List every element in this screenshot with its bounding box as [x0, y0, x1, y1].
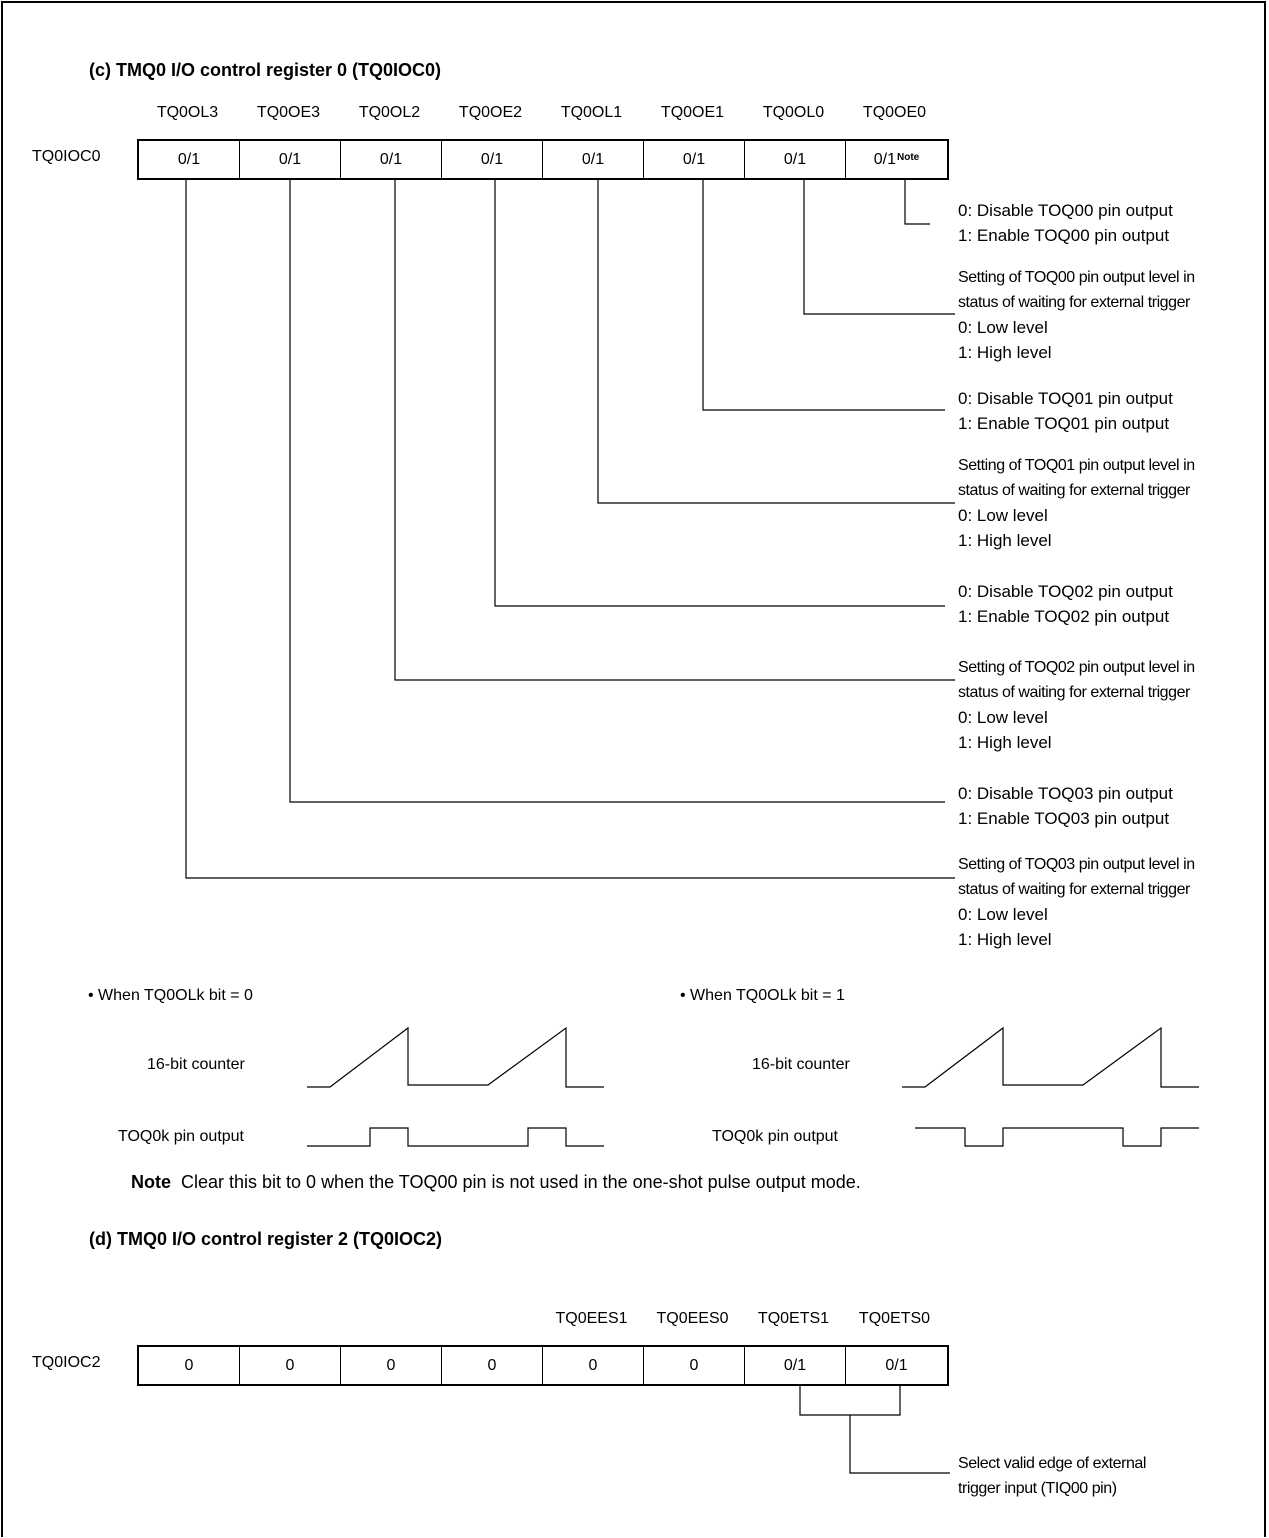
counter-label-left: 16-bit counter	[147, 1056, 245, 1073]
bit-header: TQ0OL3	[156, 104, 219, 121]
register-tq0ioc2: 0 0 0 0 0 0 0/1 0/1	[137, 1345, 949, 1386]
leader-line	[185, 180, 955, 879]
leader-line	[494, 180, 945, 607]
timing-right-title: • When TQ0OLk bit = 1	[680, 987, 845, 1004]
bit-header: TQ0OL0	[762, 104, 825, 121]
bracket-line	[799, 1386, 901, 1416]
note-marker: Note	[897, 152, 920, 163]
bit-cell: 0	[341, 1347, 442, 1384]
output-label-right: TOQ0k pin output	[712, 1128, 838, 1145]
bit-cell: 0	[139, 1347, 240, 1384]
bit-cell: 0/1	[543, 141, 644, 178]
bit-cell: 0	[543, 1347, 644, 1384]
output-label-left: TOQ0k pin output	[118, 1128, 244, 1145]
bit-cell: 0	[442, 1347, 543, 1384]
bit-cell: 0	[644, 1347, 745, 1384]
bit-cell: 0/1	[139, 141, 240, 178]
leader-line	[289, 180, 945, 803]
section-d-title: (d) TMQ0 I/O control register 2 (TQ0IOC2…	[89, 1229, 443, 1249]
bit-description: Setting of TOQ03 pin output level in sta…	[958, 856, 1195, 949]
register-name: TQ0IOC0	[32, 148, 101, 165]
bit-header: TQ0EES0	[656, 1310, 729, 1327]
bit-cell: 0	[240, 1347, 341, 1384]
bit-header: TQ0ETS1	[757, 1310, 830, 1327]
counter-waveform-left	[307, 1026, 604, 1088]
bit-cell: 0/1	[240, 141, 341, 178]
bit-description: Setting of TOQ00 pin output level in sta…	[958, 269, 1195, 362]
counter-label-right: 16-bit counter	[752, 1056, 850, 1073]
leader-line	[803, 180, 955, 315]
bit-header: TQ0OE1	[660, 104, 725, 121]
bit-cell: 0/1	[442, 141, 543, 178]
leader-line	[702, 180, 945, 411]
bit-cell: 0/1	[745, 141, 846, 178]
bit-description: 0: Disable TOQ03 pin output 1: Enable TO…	[958, 784, 1173, 828]
bit-description: 0: Disable TOQ02 pin output 1: Enable TO…	[958, 582, 1173, 626]
timing-left-title: • When TQ0OLk bit = 0	[88, 987, 253, 1004]
bit-cell: 0/1	[885, 1356, 908, 1374]
bit-header: TQ0EES1	[555, 1310, 628, 1327]
output-waveform-left	[307, 1127, 604, 1147]
tq0ets-description: Select valid edge of external trigger in…	[958, 1455, 1146, 1497]
leader-line	[394, 180, 955, 681]
bit-cell: 0/1	[644, 141, 745, 178]
output-waveform-right	[915, 1127, 1199, 1147]
bit-header: TQ0OL1	[560, 104, 623, 121]
bit-cell: 0/1	[341, 141, 442, 178]
bit-header: TQ0OE0	[862, 104, 927, 121]
leader-line	[597, 180, 955, 504]
note-label: Note	[131, 1172, 171, 1192]
bit-cell: 0/1	[745, 1347, 846, 1384]
bit-description: 0: Disable TOQ00 pin output 1: Enable TO…	[958, 201, 1173, 245]
leader-line	[849, 1415, 950, 1474]
note-text: Clear this bit to 0 when the TOQ00 pin i…	[181, 1172, 861, 1192]
bit-header: TQ0OL2	[358, 104, 421, 121]
bit-description: Setting of TOQ02 pin output level in sta…	[958, 659, 1195, 752]
counter-waveform-right	[902, 1026, 1199, 1088]
bit-description: 0: Disable TOQ01 pin output 1: Enable TO…	[958, 389, 1173, 433]
section-c-title: (c) TMQ0 I/O control register 0 (TQ0IOC0…	[89, 60, 442, 80]
bit-header: TQ0ETS0	[858, 1310, 931, 1327]
leader-line	[904, 180, 930, 225]
register-name: TQ0IOC2	[32, 1354, 101, 1371]
bit-header: TQ0OE2	[458, 104, 523, 121]
bit-header: TQ0OE3	[256, 104, 321, 121]
note-line: Note Clear this bit to 0 when the TOQ00 p…	[131, 1172, 861, 1193]
bit-description: Setting of TOQ01 pin output level in sta…	[958, 457, 1195, 550]
